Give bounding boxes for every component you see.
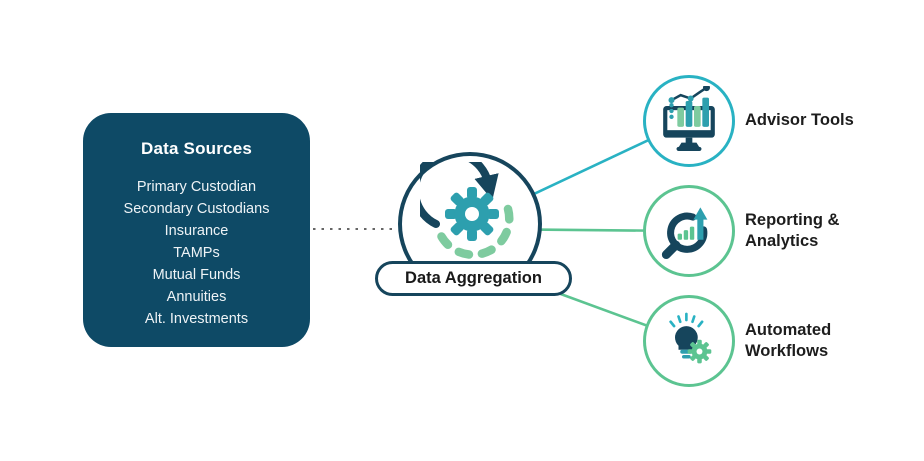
data-sources-title: Data Sources [140, 139, 253, 158]
monitor-bar-chart-icon [663, 86, 715, 151]
lightbulb-gear-icon [669, 312, 712, 364]
reporting-analytics-node [643, 185, 735, 277]
source-item: Insurance [164, 223, 229, 239]
gear-glyph [445, 187, 499, 241]
advisor-tools-label: Advisor Tools [745, 111, 854, 129]
source-item: Secondary Custodians [123, 201, 270, 217]
sync-gear-icon [420, 162, 514, 259]
reporting-analytics-label: Reporting & Analytics [745, 211, 840, 250]
source-item: Primary Custodian [136, 179, 257, 195]
source-item: Mutual Funds [152, 267, 241, 283]
advisor-tools-node [643, 75, 735, 167]
magnifier-growth-icon [661, 207, 708, 259]
data-sources-box: Data Sources Primary Custodian Secondary… [83, 113, 310, 347]
automated-workflows-node [643, 295, 735, 387]
data-aggregation-label: Data Aggregation [375, 261, 572, 296]
source-item: Annuities [166, 289, 227, 305]
source-item: TAMPs [173, 245, 220, 261]
automated-workflows-label: Automated Workflows [745, 321, 832, 360]
source-item: Alt. Investments [144, 311, 249, 327]
